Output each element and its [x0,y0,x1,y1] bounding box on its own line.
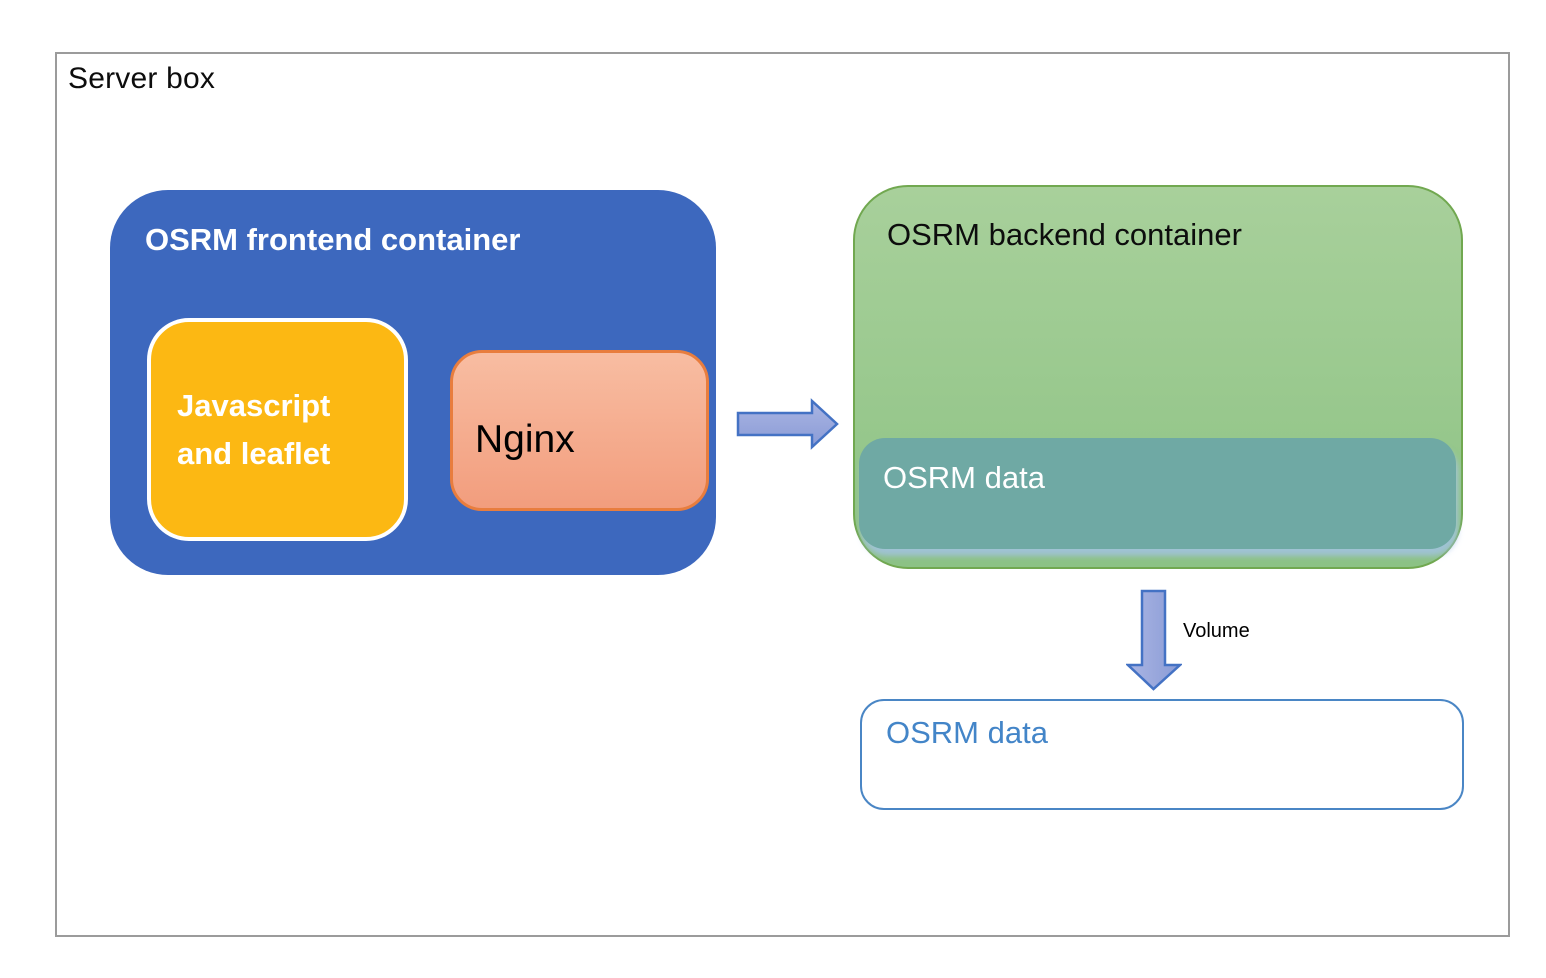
server-box-title: Server box [68,62,216,95]
backend-osrm-data-band: OSRM data [859,438,1456,549]
backend-container-label: OSRM backend container [887,217,1242,252]
javascript-leaflet-label: Javascript and leaflet [177,387,331,471]
frontend-container-label: OSRM frontend container [145,222,521,257]
down-arrow-icon [1124,589,1184,691]
right-arrow-icon [736,398,840,450]
nginx-box: Nginx [450,350,709,511]
nginx-label: Nginx [475,417,575,461]
osrm-data-volume-label: OSRM data [886,715,1048,750]
javascript-leaflet-box: Javascript and leaflet [147,318,408,541]
frontend-container-box: OSRM frontend container Javascript and l… [110,190,716,575]
volume-arrow-label: Volume [1183,620,1250,642]
backend-osrm-data-label: OSRM data [883,460,1045,495]
osrm-data-volume-box: OSRM data [860,699,1464,810]
backend-container-box: OSRM backend container OSRM data [853,185,1463,569]
